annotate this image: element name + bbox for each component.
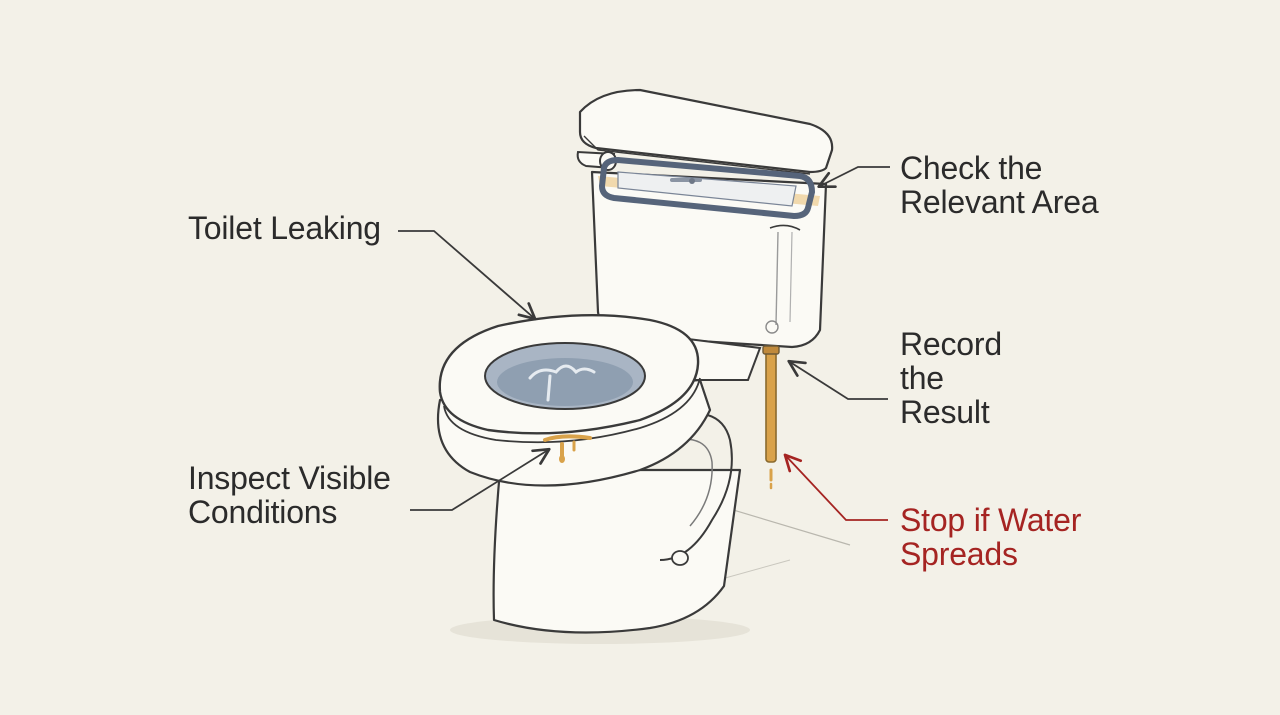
label-inspect-conditions: Inspect Visible Conditions — [188, 460, 391, 530]
tank-gasket — [598, 157, 820, 219]
toilet-seat — [438, 314, 701, 444]
arrow-record-result — [787, 359, 888, 400]
toilet-base — [492, 412, 742, 634]
callout-arrows — [398, 166, 890, 521]
supply-pipe — [762, 345, 780, 490]
label-check-area: Check the Relevant Area — [900, 150, 1099, 220]
arrow-inspect-conditions — [410, 447, 551, 511]
tank-lid — [578, 88, 834, 175]
label-stop-water: Stop if Water Spreads — [900, 502, 1082, 572]
rim-leak — [543, 434, 592, 463]
arrow-toilet-leaking — [398, 230, 537, 321]
arrow-stop-water — [783, 453, 888, 521]
arrow-check-area — [817, 166, 890, 189]
label-record-result: Record the Result — [900, 326, 1002, 430]
label-toilet-leaking: Toilet Leaking — [188, 210, 381, 246]
